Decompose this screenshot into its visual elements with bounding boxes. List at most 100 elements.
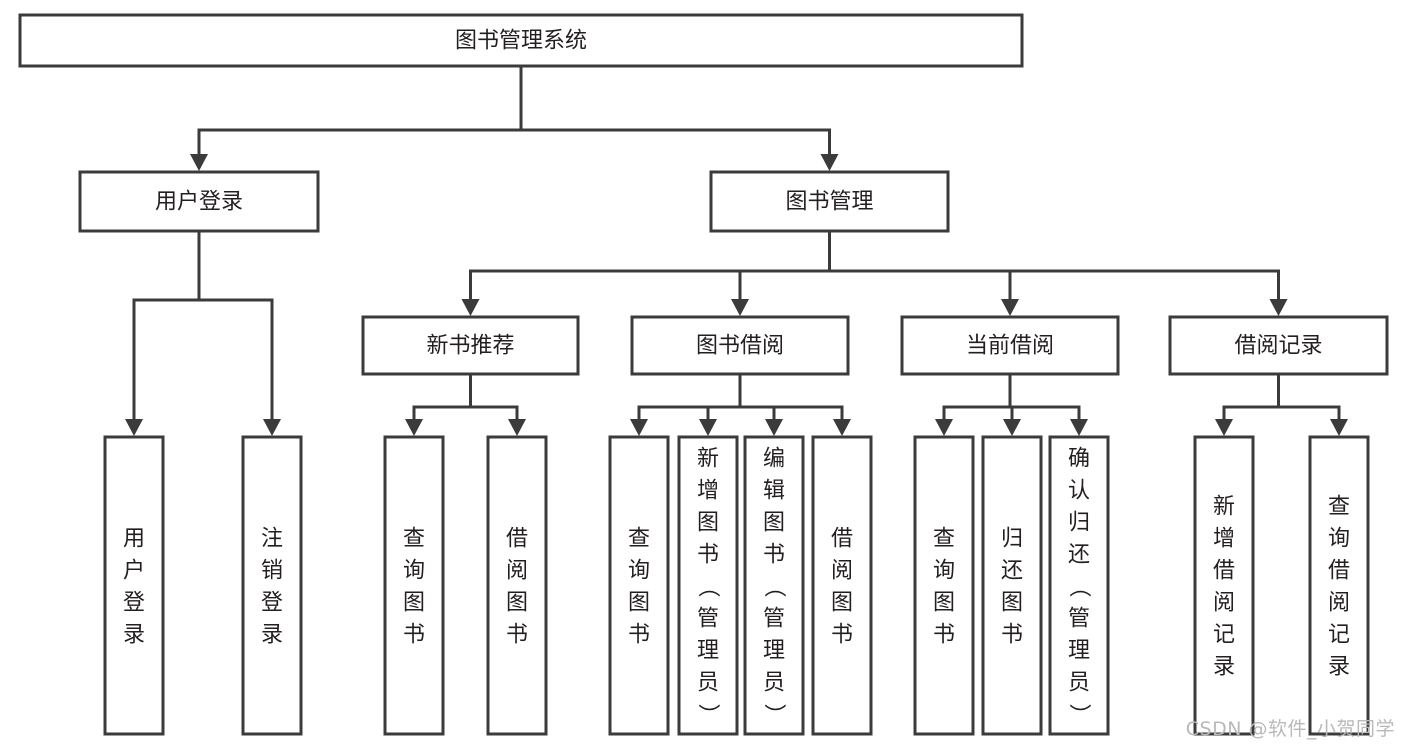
arrow-head-icon	[190, 154, 208, 171]
node-label-char: 询	[933, 559, 955, 584]
node-label-char: ）	[761, 703, 786, 725]
node-label-char: 查	[1328, 495, 1350, 520]
node-label-char: 管	[1068, 607, 1090, 632]
arrow-head-icon	[935, 419, 953, 436]
node-root[interactable]: 图书管理系统	[18, 13, 1024, 68]
node-book-borrow[interactable]: 图书借阅	[630, 315, 850, 376]
node-user-login[interactable]: 用户登录	[78, 170, 320, 233]
node-label-char: 销	[261, 559, 283, 584]
node-label-char: 录	[261, 623, 283, 648]
node-label-char: 员	[697, 671, 719, 696]
node-label-char: 还	[1068, 543, 1090, 568]
node-label-char: 记	[1213, 623, 1235, 648]
node-label-char: 归	[1068, 511, 1090, 536]
node-label-char: （	[761, 575, 786, 597]
node-borrow-record[interactable]: 借阅记录	[1168, 315, 1389, 376]
node-label-char: 借	[1328, 559, 1350, 584]
arrow-head-icon	[699, 419, 717, 436]
nodes-layer: 图书管理系统用户登录图书管理新书推荐图书借阅当前借阅借阅记录用户登录注销登录查询…	[18, 13, 1389, 736]
arrow-head-icon	[405, 419, 423, 436]
node-label-char: （	[695, 575, 720, 597]
node-box-borrow-record	[1168, 315, 1389, 376]
node-box-leaf-edit-book	[743, 435, 805, 736]
node-label-char: 询	[628, 559, 650, 584]
arrow-head-icon	[1215, 419, 1233, 436]
node-label-char: 书	[506, 623, 528, 648]
node-label-char: 图	[506, 591, 528, 616]
node-box-root	[18, 13, 1024, 68]
node-label-char: 认	[1068, 479, 1090, 504]
arrow-head-icon	[1269, 299, 1288, 316]
node-leaf-user-login[interactable]: 用户登录	[103, 435, 165, 736]
node-box-leaf-borrow-book-1	[486, 435, 548, 736]
node-box-current-borrow	[900, 315, 1120, 376]
node-label-book-manage: 图书管理	[785, 190, 873, 215]
node-label-char: 录	[123, 623, 145, 648]
node-label-char: ）	[1066, 703, 1091, 725]
node-label-char: 图	[933, 591, 955, 616]
node-label-char: 员	[1068, 671, 1090, 696]
node-box-leaf-query-book-3	[913, 435, 975, 736]
node-label-new-book-rec: 新书推荐	[426, 334, 514, 359]
node-label-char: 书	[628, 623, 650, 648]
node-label-char: 借	[1213, 559, 1235, 584]
node-label-char: 确	[1068, 447, 1090, 472]
node-label-char: ）	[695, 703, 720, 725]
node-label-char: 增	[697, 479, 719, 504]
node-label-char: 阅	[1213, 591, 1235, 616]
node-label-char: 书	[403, 623, 425, 648]
node-label-current-borrow: 当前借阅	[966, 334, 1054, 359]
arrow-head-icon	[1330, 419, 1348, 436]
node-label-char: 图	[628, 591, 650, 616]
node-book-manage[interactable]: 图书管理	[709, 170, 950, 233]
node-label-char: 还	[1001, 559, 1023, 584]
node-label-char: 员	[763, 671, 785, 696]
node-label-char: 借	[831, 527, 853, 552]
arrow-head-icon	[833, 419, 851, 436]
node-label-char: （	[1066, 575, 1091, 597]
node-new-book-rec[interactable]: 新书推荐	[361, 315, 580, 376]
node-label-char: 图	[831, 591, 853, 616]
node-label-root: 图书管理系统	[455, 29, 587, 54]
arrow-head-icon	[1001, 299, 1019, 316]
arrow-head-icon	[765, 419, 783, 436]
node-label-char: 录	[1328, 655, 1350, 680]
node-label-char: 书	[831, 623, 853, 648]
node-box-leaf-user-logout	[241, 435, 303, 736]
node-box-book-manage	[709, 170, 950, 233]
arrow-head-icon	[1003, 419, 1021, 436]
connector-edges	[125, 64, 1348, 436]
node-box-book-borrow	[630, 315, 850, 376]
node-label-char: 询	[1328, 527, 1350, 552]
node-label-char: 管	[697, 607, 719, 632]
node-box-leaf-add-record	[1193, 435, 1255, 736]
node-label-char: 用	[123, 527, 145, 552]
arrow-head-icon	[1070, 419, 1088, 436]
node-label-char: 归	[1001, 527, 1023, 552]
node-label-char: 查	[628, 527, 650, 552]
node-label-user-login: 用户登录	[155, 190, 243, 215]
node-label-char: 增	[1213, 527, 1235, 552]
node-label-char: 图	[403, 591, 425, 616]
node-box-leaf-user-login	[103, 435, 165, 736]
node-label-char: 阅	[831, 559, 853, 584]
node-current-borrow[interactable]: 当前借阅	[900, 315, 1120, 376]
arrow-head-icon	[263, 419, 281, 436]
arrow-head-icon	[125, 419, 143, 436]
arrow-head-icon	[731, 299, 749, 316]
node-label-char: 录	[1213, 655, 1235, 680]
